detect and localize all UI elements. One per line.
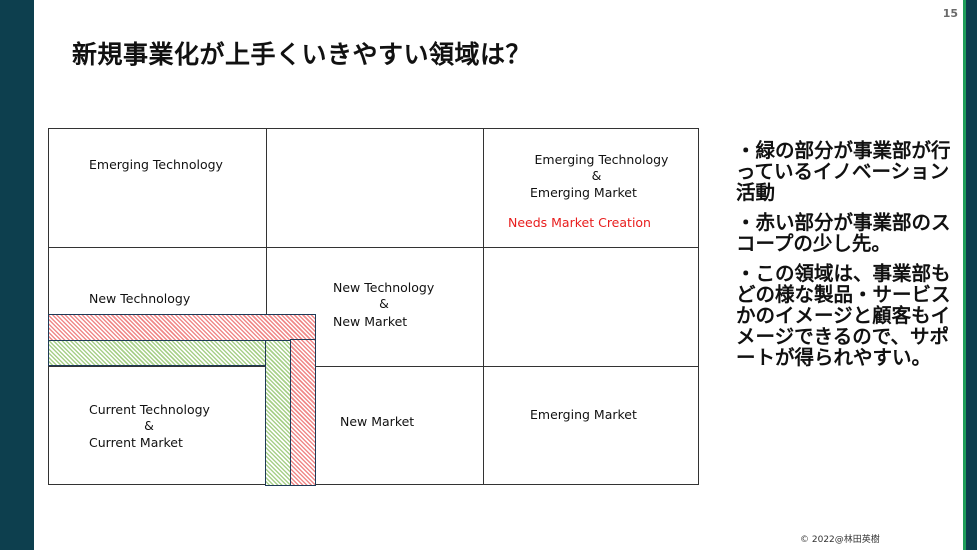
green-hatched-band-horizontal — [48, 339, 292, 366]
cell-new-tech-line1: New Technology — [333, 280, 435, 295]
cell-emerging-amp: & — [591, 168, 602, 183]
needs-market-creation-note: Needs Market Creation — [508, 215, 651, 230]
cell-emerging-market: Emerging Market — [530, 407, 637, 422]
bullet-list: ・緑の部分が事業部が行っているイノベーション活動 ・赤い部分が事業部のスコープの… — [736, 140, 951, 377]
cell-new-market-line2: New Market — [333, 314, 408, 329]
grid-divider-v2 — [483, 129, 484, 484]
copyright: © 2022@林田英樹 — [800, 535, 880, 545]
bullet-red-part: ・赤い部分が事業部のスコープの少し先。 — [736, 211, 951, 255]
right-accent-stripe — [963, 0, 966, 550]
bullet-this-area: ・この領域は、事業部もどの様な製品・サービスかのイメージと顧客もイメージできるの… — [736, 262, 951, 369]
left-color-band — [0, 0, 34, 550]
cell-emerging-technology: Emerging Technology — [89, 157, 223, 172]
grid-divider-h1 — [49, 247, 698, 248]
red-hatched-band-horizontal — [48, 314, 316, 341]
slide-title: 新規事業化が上手くいきやすい領域は？ — [72, 40, 532, 69]
bullet-green-part: ・緑の部分が事業部が行っているイノベーション活動 — [736, 139, 951, 204]
cell-new-technology: New Technology — [89, 291, 191, 306]
cell-current-tech-line1: Current Technology — [89, 402, 210, 417]
right-color-band — [966, 0, 977, 550]
page-number: 15 — [942, 7, 958, 20]
cell-emerging-market-line2: Emerging Market — [530, 185, 637, 200]
matrix-grid: Emerging Technology Emerging Technology … — [48, 128, 699, 485]
grid-divider-h2 — [49, 366, 698, 367]
cell-emerging-tech-line1: Emerging Technology — [534, 152, 669, 167]
cell-new-amp: & — [379, 296, 389, 311]
cell-current-market-line2: Current Market — [89, 435, 183, 450]
cell-current-amp: & — [144, 418, 154, 433]
green-hatched-band-vertical — [265, 339, 292, 486]
cell-new-market: New Market — [340, 414, 415, 429]
red-hatched-band-vertical — [290, 339, 316, 486]
grid-divider-v1 — [266, 129, 267, 484]
